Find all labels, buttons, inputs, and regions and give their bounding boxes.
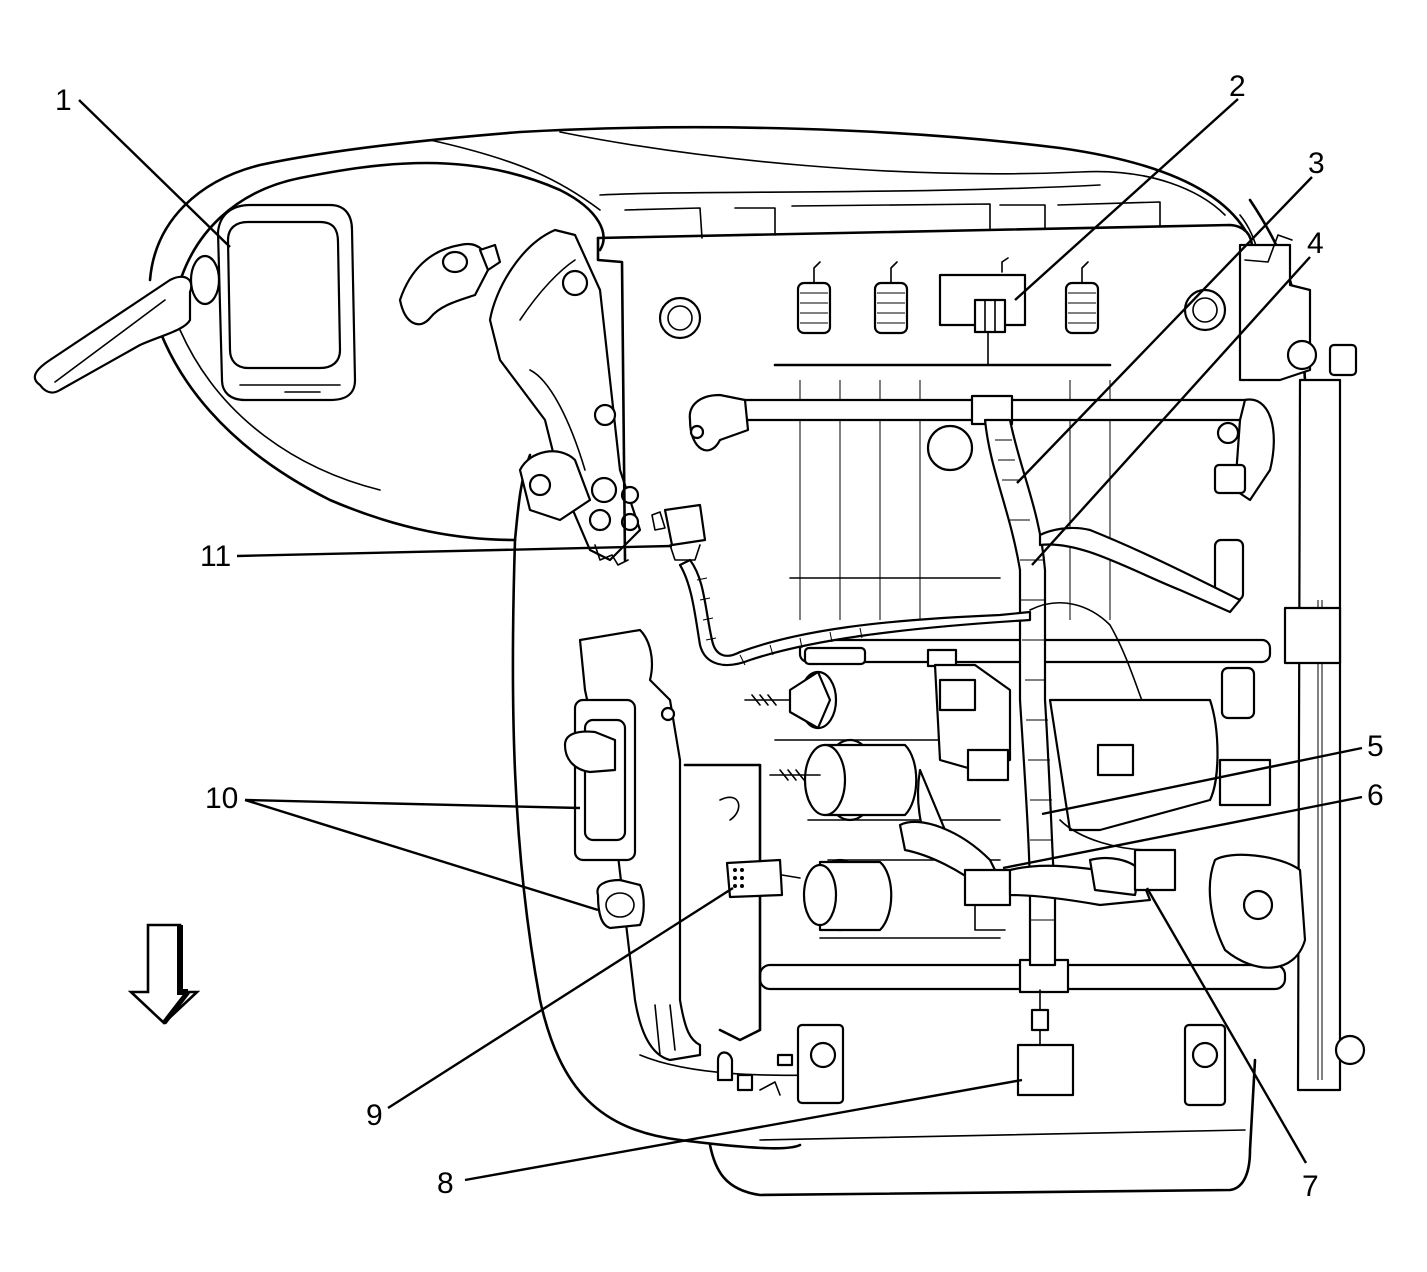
callout-3: 3 <box>1308 147 1325 180</box>
leader-11 <box>236 544 673 558</box>
callout-6: 6 <box>1367 779 1384 812</box>
switch-cluster <box>898 648 1272 931</box>
connector-item-11 <box>651 503 707 561</box>
callout-9: 9 <box>366 1099 383 1132</box>
callout-8: 8 <box>437 1167 454 1200</box>
leader-10b <box>244 798 599 912</box>
callout-4: 4 <box>1307 227 1324 260</box>
leader-4 <box>1031 256 1311 566</box>
handle-lever <box>33 254 221 394</box>
main-harness <box>983 418 1242 967</box>
springs <box>773 257 1112 367</box>
bottom-brackets <box>716 1023 1227 1107</box>
leader-6 <box>1002 795 1363 870</box>
module-item-2 <box>938 273 1027 366</box>
module-item-1 <box>216 203 357 402</box>
callout-10: 10 <box>205 782 238 815</box>
down-arrow-icon <box>127 923 201 1025</box>
leader-8 <box>464 1078 1023 1182</box>
leader-lines <box>78 98 1363 1182</box>
leader-2 <box>1014 98 1239 301</box>
seat-motors <box>744 646 1001 939</box>
cross-rods <box>688 393 1287 994</box>
block-item-8 <box>1016 989 1075 1097</box>
recliner-right <box>1208 234 1366 1092</box>
side-harness <box>678 558 1032 667</box>
leader-3 <box>1016 176 1313 484</box>
leader-5 <box>1041 746 1363 816</box>
leader-9 <box>387 886 734 1110</box>
leader-7 <box>1145 887 1308 1164</box>
callout-5: 5 <box>1367 730 1384 763</box>
recliner-left <box>488 228 642 566</box>
connector-item-9 <box>725 858 801 899</box>
leader-10a <box>244 798 581 810</box>
leader-1 <box>78 99 231 248</box>
callout-1: 1 <box>55 84 72 117</box>
callout-labels: 1 2 3 4 5 6 7 8 9 10 11 <box>55 70 1384 1203</box>
callout-2: 2 <box>1229 70 1246 103</box>
bolt-knob <box>398 242 502 326</box>
callout-11: 11 <box>200 540 231 573</box>
callout-7: 7 <box>1302 1170 1319 1203</box>
